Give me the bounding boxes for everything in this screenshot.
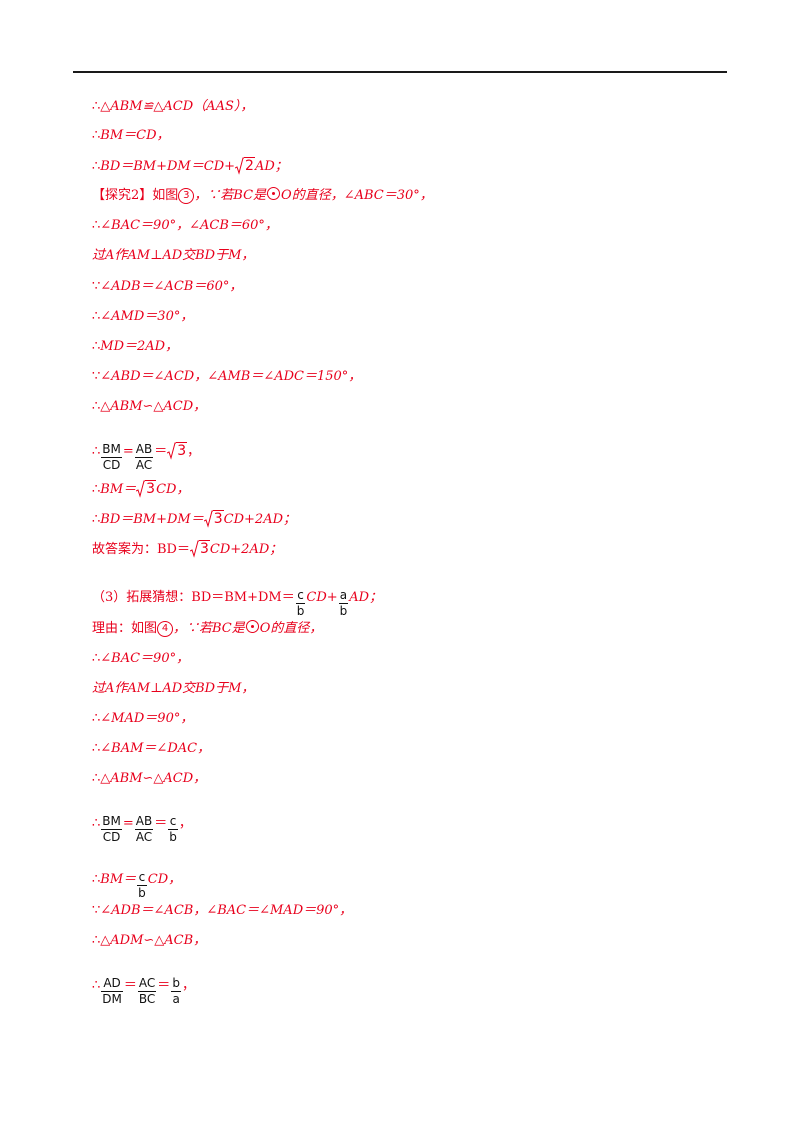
line-22: ∴△ABM∽△ACD，: [92, 771, 207, 786]
circle-dot-icon: [245, 620, 259, 633]
line-1: ∴△ABM≌△ACD（AAS），: [92, 99, 254, 114]
circle-dot-icon: [267, 187, 281, 200]
line-10: ∵∠ABD＝∠ACD，∠AMB＝∠ADC＝150°，: [92, 369, 362, 384]
sqrt-symbol: 3: [167, 442, 188, 460]
line-5: ∴∠BAC＝90°，∠ACB＝60°，: [92, 218, 278, 233]
circled-number-4: 4: [157, 621, 174, 637]
sqrt-symbol: 3: [136, 480, 157, 498]
sqrt-symbol: 3: [203, 510, 224, 528]
line-13: ∴BM＝3CD，: [92, 480, 190, 498]
sqrt-symbol: 3: [189, 540, 210, 558]
line-3: ∴BD＝BM+DM＝CD+2AD；: [92, 157, 288, 175]
line-19: 过A作AM⊥AD交BD于M，: [92, 681, 255, 696]
sqrt-symbol: 2: [235, 157, 255, 175]
line-8: ∴∠AMD＝30°，: [92, 309, 194, 324]
header-rule: [73, 71, 727, 73]
line-7: ∵∠ADB＝∠ACB＝60°，: [92, 279, 243, 294]
line-2: ∴BM＝CD，: [92, 128, 170, 143]
line-14: ∴BD＝BM+DM＝3CD+2AD；: [92, 510, 297, 528]
line-25: ∵∠ADB＝∠ACB，∠BAC＝∠MAD＝90°，: [92, 903, 353, 918]
line-9: ∴MD＝2AD，: [92, 339, 179, 354]
line-20: ∴∠MAD＝90°，: [92, 711, 194, 726]
line-15: 故答案为：BD＝3CD+2AD；: [92, 540, 283, 558]
line-11: ∴△ABM∽△ACD，: [92, 399, 207, 414]
line-6: 过A作AM⊥AD交BD于M，: [92, 248, 255, 263]
line-21: ∴∠BAM＝∠DAC，: [92, 741, 211, 756]
line-26: ∴△ADM∽△ACB，: [92, 933, 207, 948]
circled-number-3: 3: [178, 188, 195, 204]
line-18: ∴∠BAC＝90°，: [92, 651, 190, 666]
